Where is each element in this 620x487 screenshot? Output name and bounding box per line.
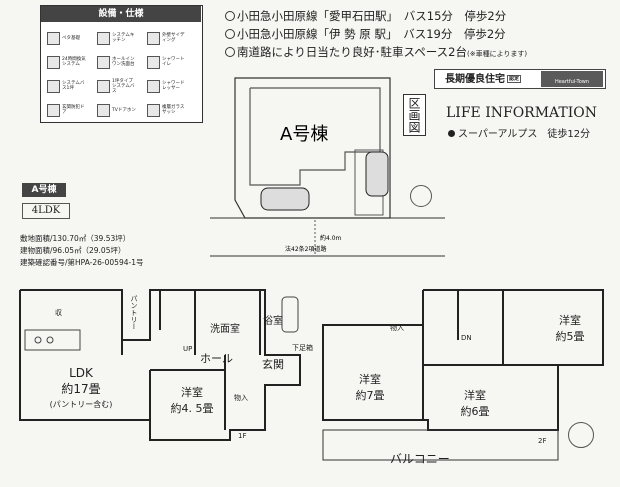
ventilation-icon [47,55,60,69]
shampoo-icon [97,55,110,69]
equipment-item: システムバス1坪 [47,76,87,96]
building-label: A号棟 [280,124,328,145]
equipment-item: 複層ガラスサッシ [147,100,187,120]
equipment-item: 1坪タイプシステムバス [97,76,137,96]
house-name: A号棟 [22,183,66,197]
house-details: 敷地面積/130.70㎡（39.53坪） 建物面積/96.05㎡（29.05坪）… [20,234,144,267]
equipment-item: 外壁サイディング [147,28,187,48]
pantry-label: パントリー [130,295,138,330]
highlight-line: 小田急小田原線「伊 勢 原 駅」 バス19分 停歩2分 [225,27,506,42]
foundation-icon [47,31,60,45]
shoe-box-label: 下足箱 [292,344,313,352]
plan-type: 4LDK [22,203,70,219]
siding-icon [147,31,160,45]
monitor-icon [97,103,110,117]
equipment-item: 玄関防犯ドア [47,100,87,120]
life-title: LIFE INFORMATION [446,105,597,121]
dresser-icon [147,79,160,93]
circle-icon [225,29,235,39]
life-item: スーパーアルプス 徒歩12分 [448,125,590,140]
circle-icon [225,47,235,57]
up-label: UP [183,345,193,353]
bath-label: 浴室 [263,316,283,327]
road-label: 法42条2項道路 [285,245,326,253]
equipment-panel: 設備・仕様 ベタ基礎 システムキッチン 外壁サイディング 24時間換気システム … [40,5,203,123]
bathroom-icon [97,79,110,93]
circle-icon [225,11,235,21]
highlight-line: 南道路により日当たり良好･駐車スペース2台(※車種によります) [225,45,527,62]
balcony-label: バルコニー [390,452,450,466]
kitchen-icon [97,31,110,45]
entrance-label: 玄関 [262,358,284,371]
glass-icon [147,103,160,117]
equipment-item: ホールインワン洗面台 [97,52,137,72]
floor2-label: 2F [538,437,547,445]
room-7: 洋室 約7畳 [355,373,385,402]
equipment-grid: ベタ基礎 システムキッチン 外壁サイディング 24時間換気システム ホールインワ… [47,28,197,120]
equipment-item: システムキッチン [97,28,137,48]
hall-label: ホール [200,352,233,365]
bullet-icon [448,130,455,137]
road-width: 約4.0m [320,234,342,242]
zone-label: 区画図 [403,94,426,136]
closet-label-2f: 物入 [390,324,404,332]
highlight-line: 小田急小田原線「愛甲石田駅」 バス15分 停歩2分 [225,9,506,24]
equipment-item: 24時間換気システム [47,52,87,72]
bath-icon [47,79,60,93]
floor1-plan [19,289,301,441]
closet-label: 物入 [234,394,248,402]
room-45: 洋室 約4. 5畳 [170,386,214,415]
room-5: 洋室 約5畳 [555,314,585,343]
equipment-item: TVドアホン [97,100,137,120]
equipment-item: ベタ基礎 [47,28,87,48]
equipment-item: シャワードレッサー [147,76,187,96]
storage-label: 収 [55,309,62,317]
floor2-plan [322,289,604,461]
washroom-label: 洗面室 [210,324,240,335]
brand-logo: Heartful-Town [541,71,603,87]
compass-icon [568,422,594,448]
ldk-room: LDK 約17畳 (パントリー含む) [49,366,113,409]
equipment-item: シャワートイレ [147,52,187,72]
site-plan: A号棟 法42条2項道路 約4.0m [210,77,445,257]
room-6: 洋室 約6畳 [460,389,490,418]
dn-label: DN [461,334,472,342]
door-icon [47,103,60,117]
floor1-label: 1F [238,432,247,440]
equipment-title: 設備・仕様 [41,6,201,22]
compass-icon [410,185,432,207]
toilet-icon [147,55,160,69]
